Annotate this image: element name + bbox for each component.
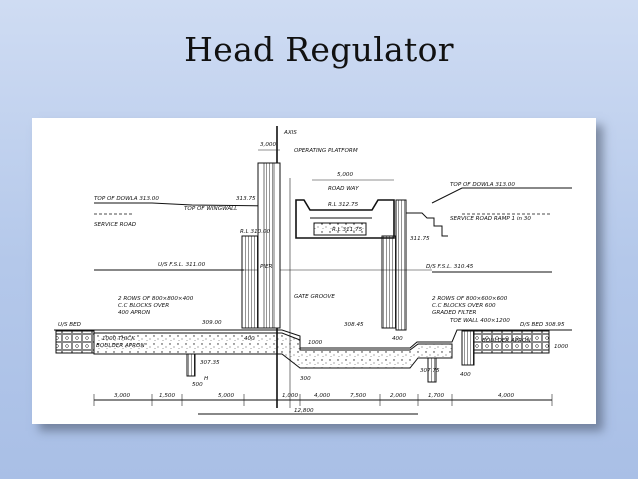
lvl-307-35: 307.35 bbox=[200, 360, 220, 366]
deck-slab bbox=[313, 222, 367, 236]
road-deck bbox=[295, 199, 395, 239]
b-2000: 2,000 bbox=[390, 393, 406, 399]
b-3000: 3,000 bbox=[114, 393, 130, 399]
dim-1000: 1000 bbox=[308, 340, 323, 346]
cc-blocks-right-3: GRADED FILTER bbox=[432, 310, 477, 316]
dim-400-a: 400 bbox=[244, 336, 255, 342]
wingwall-level: 313.75 bbox=[236, 196, 256, 202]
top-dim: 3,000 bbox=[260, 142, 276, 148]
left-embankment bbox=[94, 202, 273, 207]
dim-1000-b: 1000 bbox=[554, 344, 569, 350]
boulder-left-1: 1000 THICK bbox=[102, 336, 136, 342]
ds-fsl-label: D/S F.S.L. 310.45 bbox=[426, 264, 474, 270]
service-road-left: SERVICE ROAD bbox=[94, 222, 137, 228]
road-way-label: ROAD WAY bbox=[328, 186, 359, 192]
b-7500: 7,500 bbox=[350, 393, 366, 399]
b-4000: 4,000 bbox=[314, 393, 330, 399]
dim-h: H bbox=[204, 376, 209, 382]
section-drawing: AXIS 3,000 OPERATING PLATFORM 5,000 ROAD… bbox=[54, 126, 572, 415]
rl-310: R.L 310.00 bbox=[240, 229, 271, 235]
dim-400-b: 400 bbox=[392, 336, 403, 342]
operating-platform-label: OPERATING PLATFORM bbox=[294, 148, 358, 154]
wingwall-right bbox=[395, 199, 407, 331]
boulder-apron-left bbox=[55, 330, 95, 354]
b-1500: 1,500 bbox=[159, 393, 175, 399]
cutoff-left bbox=[186, 353, 196, 377]
pier-right bbox=[381, 235, 397, 329]
dim-ticks bbox=[93, 394, 553, 406]
cutoff-right bbox=[427, 357, 437, 383]
lvl-307-75: 307.75 bbox=[420, 368, 440, 374]
b-4000b: 4,000 bbox=[498, 393, 514, 399]
cc-blocks-left-1: 2 ROWS OF 800×800×400 bbox=[118, 296, 194, 302]
cc-blocks-left-2: C.C BLOCKS OVER bbox=[118, 303, 169, 309]
us-bed-label: U/S BED bbox=[58, 322, 82, 328]
boulder-left-2: BOULDER APRON bbox=[96, 343, 145, 349]
cc-blocks-right-1: 2 ROWS OF 800×600×600 bbox=[432, 296, 508, 302]
top-wingwall: TOP OF WINGWALL bbox=[184, 206, 237, 212]
top-dowla-left: TOP OF DOWLA 313.00 bbox=[94, 196, 159, 202]
lvl-309: 309.00 bbox=[202, 320, 222, 326]
b-1000: 1,000 bbox=[282, 393, 298, 399]
rl-lower: R.L 311.75 bbox=[332, 227, 363, 233]
right-steps bbox=[406, 212, 448, 237]
dim-300: 300 bbox=[300, 376, 311, 382]
gate-groove-label: GATE GROOVE bbox=[294, 294, 335, 300]
regulator-cross-section: AXIS 3,000 OPERATING PLATFORM 5,000 ROAD… bbox=[32, 118, 596, 424]
level-mid-right: 311.75 bbox=[410, 236, 430, 242]
pier-left bbox=[241, 235, 259, 329]
dim-500: 500 bbox=[192, 382, 203, 388]
boulder-apron-right bbox=[473, 330, 550, 354]
b-12800: 12,800 bbox=[294, 408, 314, 414]
pier-label: PIER bbox=[260, 264, 273, 270]
rl-top-road: R.L 312.75 bbox=[328, 202, 359, 208]
bed-line bbox=[54, 329, 572, 349]
dim-400-c: 400 bbox=[460, 372, 471, 378]
toe-wall-label: TOE WALL 400×1200 bbox=[450, 318, 510, 324]
cc-blocks-left-3: 400 APRON bbox=[118, 310, 151, 316]
service-road-ramp: SERVICE ROAD RAMP 1 in 30 bbox=[450, 216, 531, 222]
lvl-308-45: 308.45 bbox=[344, 322, 364, 328]
b-1700: 1,700 bbox=[428, 393, 444, 399]
toe-wall bbox=[461, 330, 475, 366]
slide-title: Head Regulator bbox=[184, 30, 454, 69]
b-5000: 5,000 bbox=[218, 393, 234, 399]
right-embankment bbox=[431, 187, 572, 204]
floor-apron bbox=[93, 332, 453, 369]
pier-core bbox=[263, 162, 275, 329]
us-fsl-label: U/S F.S.L. 311.00 bbox=[158, 262, 206, 268]
cc-blocks-right-2: C.C BLOCKS OVER 600 bbox=[432, 303, 496, 309]
axis-label: AXIS bbox=[283, 130, 297, 136]
boulder-right: BOULDER APRON bbox=[482, 338, 531, 344]
ds-bed-label: D/S BED 308.95 bbox=[520, 322, 565, 328]
top-dowla-right: TOP OF DOWLA 313.00 bbox=[450, 182, 515, 188]
road-width: 5,000 bbox=[337, 172, 353, 178]
